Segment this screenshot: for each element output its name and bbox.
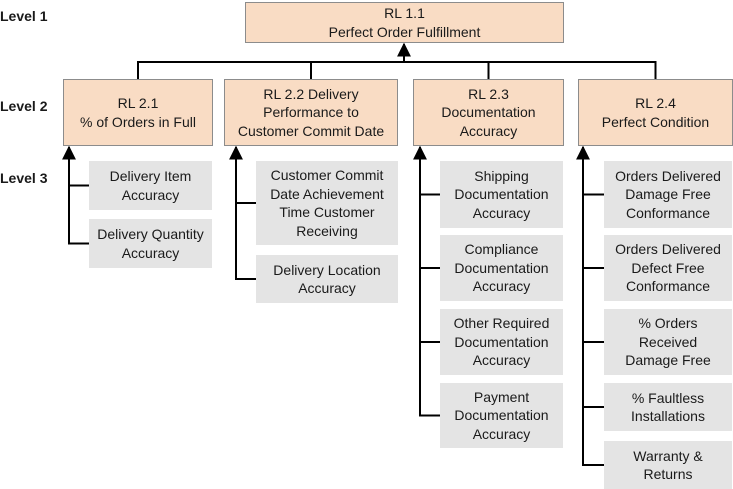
level3-node-4-2-line: Defect Free: [631, 259, 705, 276]
level3-node-4-4-line: % Faultless: [631, 389, 705, 406]
level2-node-3-line: Accuracy: [459, 122, 518, 139]
level3-node-4-3-line: Received: [638, 333, 698, 350]
root-node-rl-1-1-line: Perfect Order Fulfillment: [328, 23, 481, 40]
level3-node-2-1-line: Receiving: [296, 222, 358, 239]
level2-node-3-line: Documentation: [441, 104, 536, 121]
level3-node-3-2-line: Compliance: [464, 241, 539, 258]
level3-node-4-3-line: % Orders: [638, 315, 698, 332]
level2-node-2-line: Performance to: [263, 104, 359, 121]
level3-node-2-1-line: Time Customer: [279, 204, 375, 220]
level-2-label: Level 2: [0, 98, 48, 114]
level3-node-3-2-line: Accuracy: [472, 278, 531, 295]
level3-node-4-1-line: Conformance: [625, 204, 711, 221]
level3-node-3-4-line: Accuracy: [472, 425, 531, 442]
level2-node-1-line: RL 2.1: [117, 95, 159, 111]
level3-node-3-1-line: Accuracy: [472, 204, 531, 221]
level3-node-3-3-line: Documentation: [454, 333, 549, 350]
level2-node-3-line: RL 2.3: [468, 85, 509, 102]
level3-node-1-2-line: Accuracy: [121, 244, 180, 261]
level3-node-3-2-line: Documentation: [454, 259, 549, 276]
level2-node-2-line: Customer Commit Date: [237, 122, 385, 139]
level3-node-3-3-line: Accuracy: [472, 352, 531, 369]
level3-node-3-3-line: Other Required: [453, 315, 550, 332]
root-node-rl-1-1-line: RL 1.1: [384, 5, 425, 21]
level3-node-1-2-line: Delivery Quantity: [97, 226, 204, 242]
level-3-label: Level 3: [0, 170, 48, 186]
level2-node-2-line: RL 2.2 Delivery: [263, 85, 359, 102]
level-1-label: Level 1: [0, 8, 48, 24]
level3-node-4-5-line: Returns: [643, 466, 693, 482]
level3-node-2-2-line: Delivery Location: [273, 261, 381, 278]
level3-node-2-1-line: Date Achievement: [270, 185, 384, 202]
level3-node-4-3-line: Damage Free: [625, 352, 711, 369]
level3-node-3-1-line: Shipping: [474, 167, 529, 184]
level3-node-4-1-line: Orders Delivered: [615, 167, 721, 184]
level3-node-2-2-line: Accuracy: [298, 280, 356, 296]
level3-node-4-5-line: Warranty &: [633, 447, 703, 464]
level3-node-4-2-line: Orders Delivered: [615, 241, 721, 258]
level3-node-3-4-line: Documentation: [454, 407, 549, 424]
level3-node-1-1-line: Accuracy: [121, 186, 180, 203]
level3-node-2-1-line: Customer Commit: [270, 167, 384, 183]
level2-node-1: RL 2.1 % of Orders in Full: [63, 79, 213, 146]
level2-node-1-line: % of Orders in Full: [80, 113, 196, 130]
level3-node-3-1-line: Documentation: [454, 186, 549, 203]
level2-node-4-line: RL 2.4: [635, 95, 676, 111]
level3-node-4-2-line: Conformance: [625, 278, 711, 295]
level3-node-1-1-line: Delivery Item: [109, 168, 192, 184]
level3-node-4-4-line: Installations: [631, 408, 705, 424]
level3-node-4-1-line: Damage Free: [625, 186, 711, 203]
level3-node-4-5: Warranty & Returns: [604, 441, 732, 489]
level3-node-3-4-line: Payment: [473, 388, 530, 405]
level2-node-4-line: Perfect Condition: [601, 113, 710, 130]
